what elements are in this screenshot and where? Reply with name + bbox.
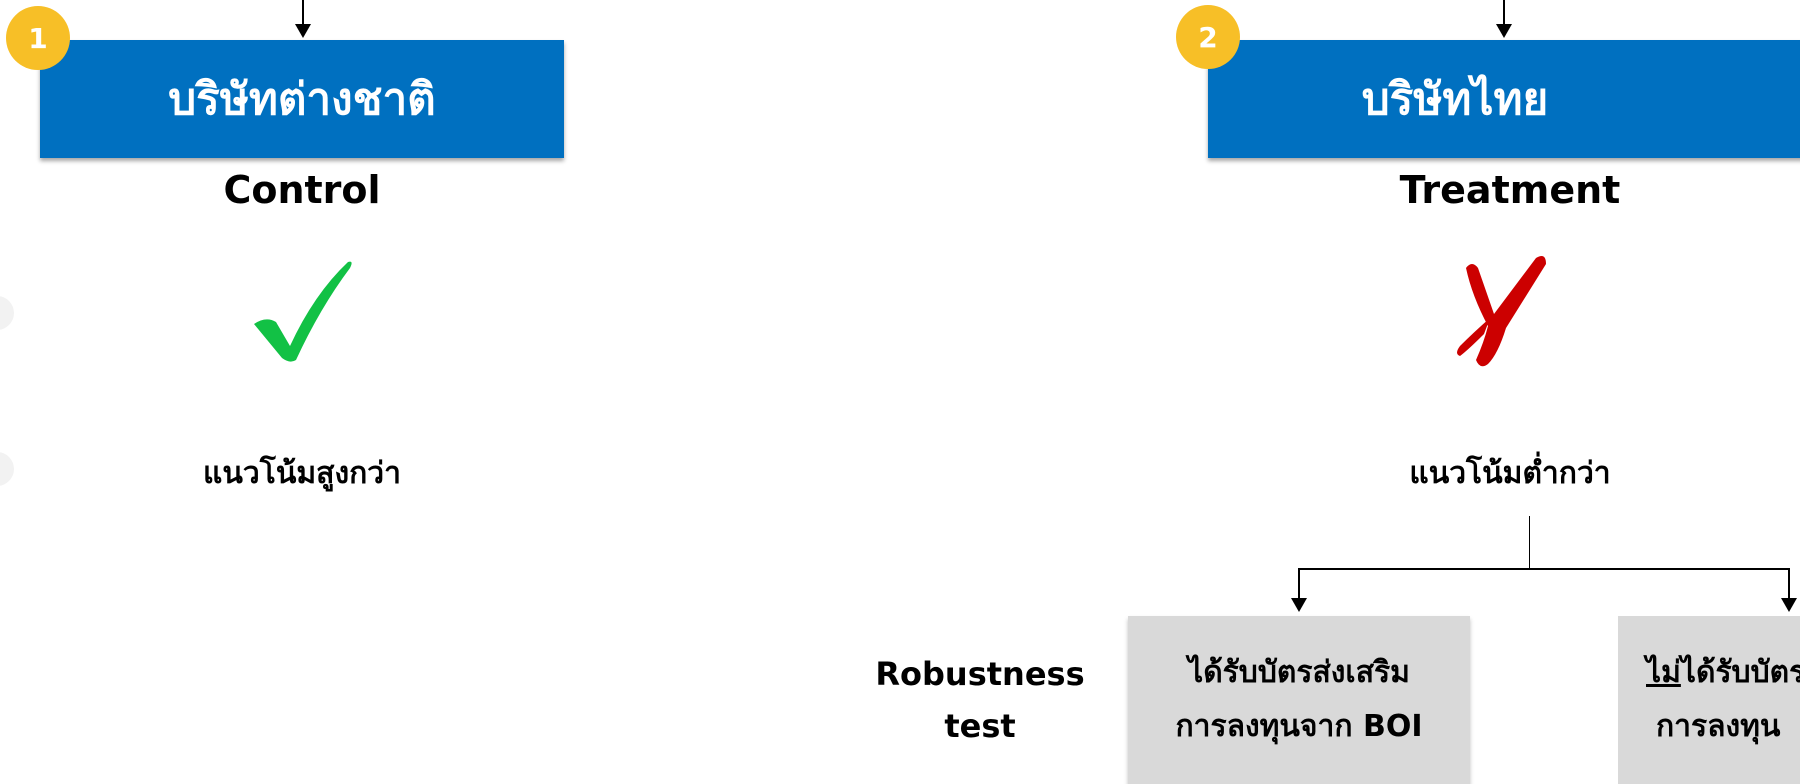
left-top-arrowhead: [295, 24, 311, 38]
branch-left-drop: [1298, 568, 1300, 598]
boi-promoted-box: ได้รับบัตรส่งเสริม การลงทุนจาก BOI: [1128, 616, 1470, 784]
control-label: Control: [223, 168, 381, 212]
foreign-company-title: บริษัทต่างชาติ: [168, 74, 436, 125]
thai-company-title: บริษัทไทย: [1361, 74, 1549, 125]
branch-vertical-line: [1529, 516, 1530, 568]
robustness-test-label: Robustness test: [875, 655, 1085, 745]
step-badge-2: 2: [1176, 5, 1240, 69]
edge-circle-top: [0, 296, 14, 330]
foreign-company-header: บริษัทต่างชาติ: [40, 40, 564, 158]
non-boi-box: ไม่ได้รับบัตร การลงทุน: [1618, 616, 1800, 784]
treatment-label: Treatment: [1399, 168, 1621, 212]
branch-right-arrowhead: [1781, 598, 1797, 612]
right-trend-text: แนวโน้มต่ำกว่า: [1409, 456, 1611, 491]
branch-horizontal-line: [1298, 568, 1790, 570]
step-badge-1: 1: [6, 6, 70, 70]
edge-circle-bottom: [0, 452, 14, 486]
branch-right-drop: [1788, 568, 1790, 598]
thai-company-header: บริษัทไทย: [1208, 40, 1800, 158]
check-icon: [246, 256, 356, 366]
right-top-arrowhead: [1496, 24, 1512, 38]
right-top-connector: [1503, 0, 1505, 26]
cross-icon: [1454, 254, 1550, 368]
left-trend-text: แนวโน้มสูงกว่า: [203, 456, 401, 491]
left-top-connector: [302, 0, 304, 26]
branch-left-arrowhead: [1291, 598, 1307, 612]
